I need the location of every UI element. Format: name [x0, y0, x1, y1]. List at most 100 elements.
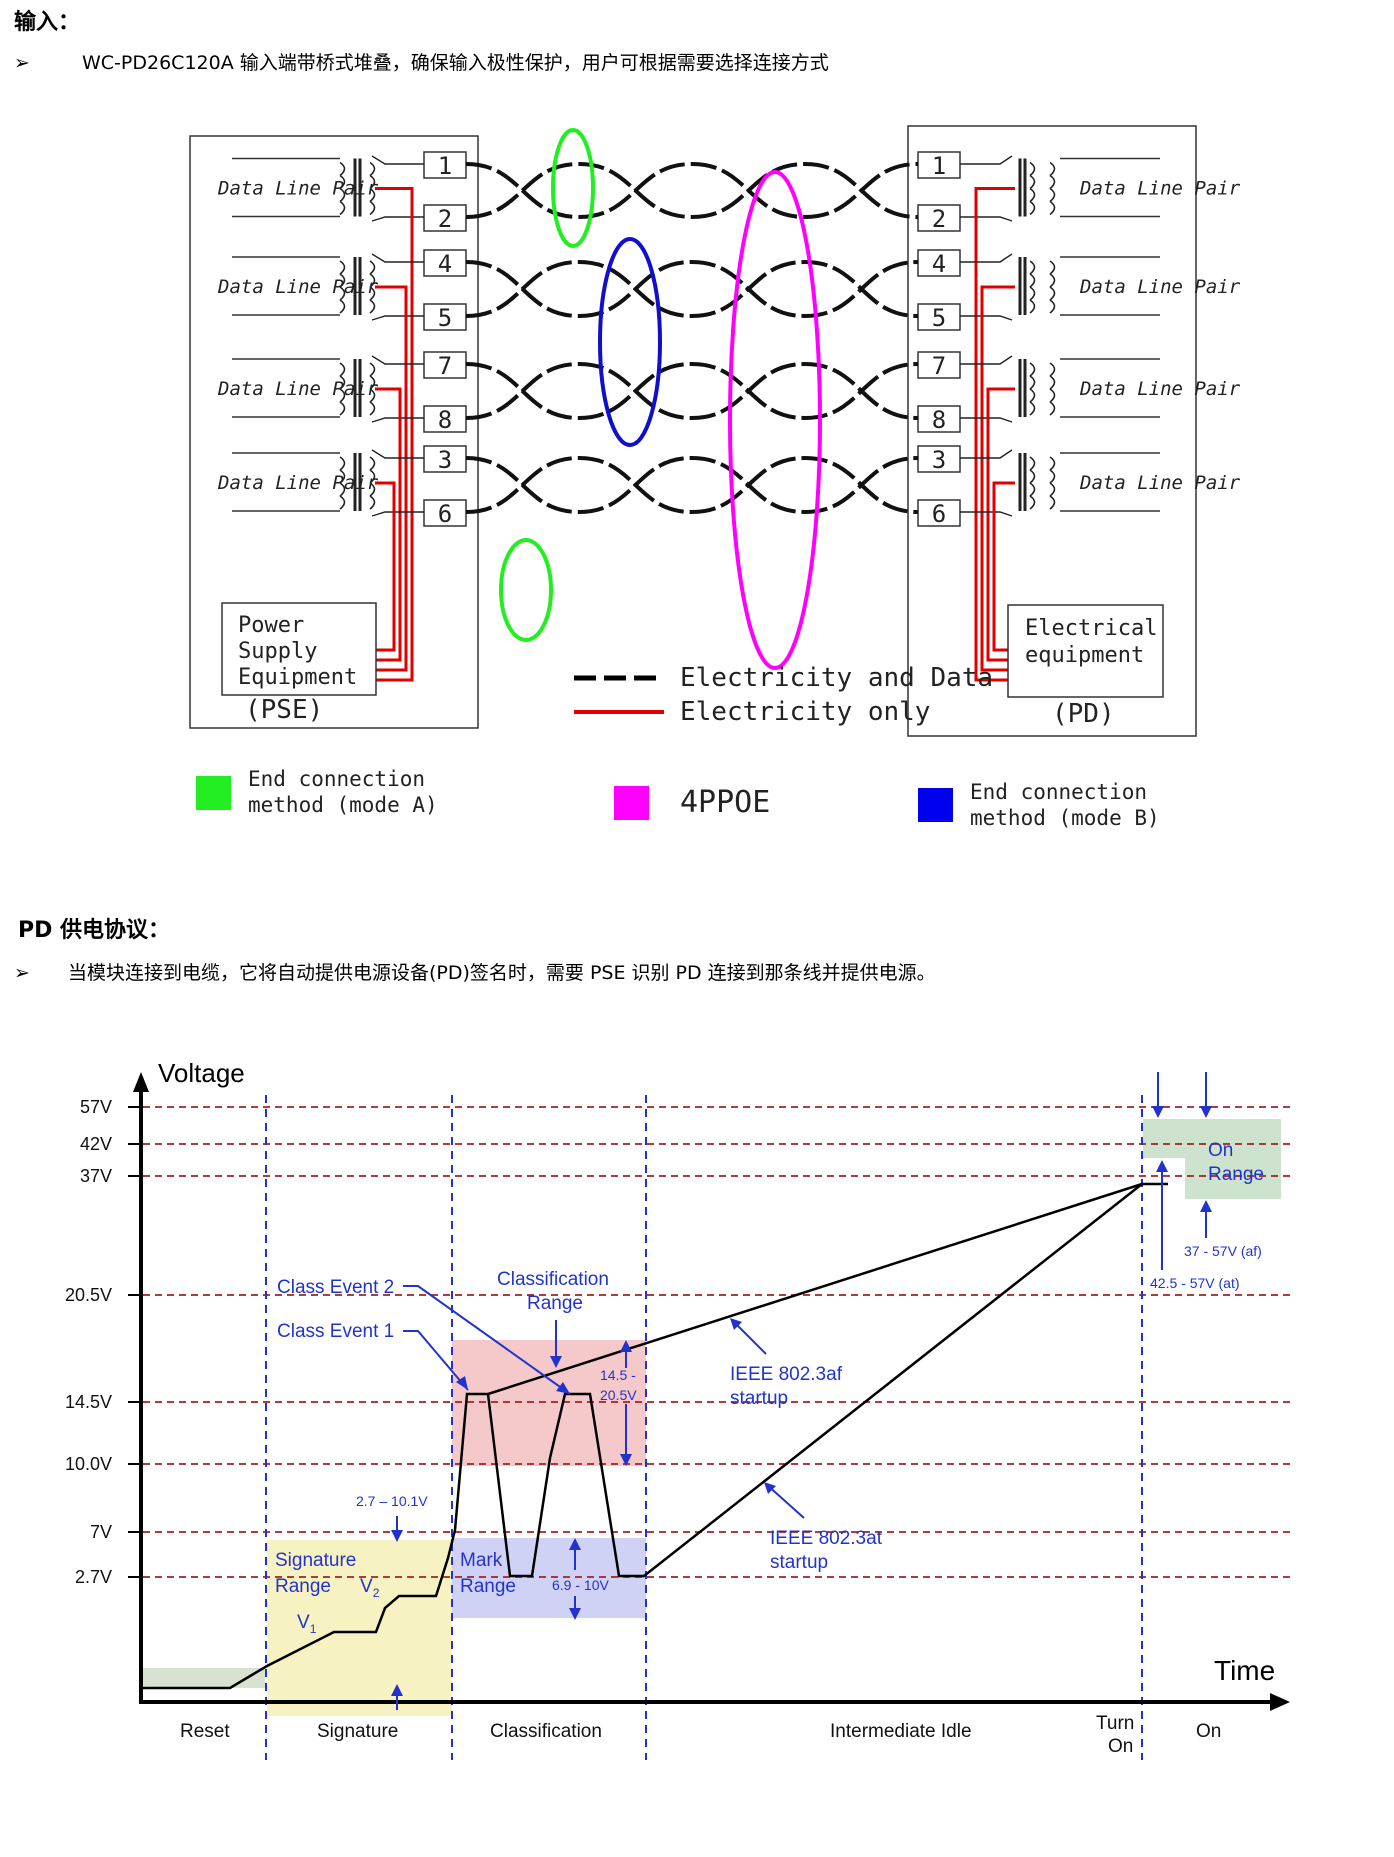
pd-pin-label: 4 [932, 250, 946, 278]
voltage-level-label: 42V [80, 1134, 112, 1154]
pd-protocol-description: 当模块连接到电缆，它将自动提供电源设备(PD)签名时，需要 PSE 识别 PD … [68, 962, 936, 984]
voltage-level-label: 14.5V [65, 1392, 112, 1412]
mark-range-line-2: Range [460, 1576, 516, 1597]
range-2-7-10-label: 2.7 – 10.1V [356, 1493, 428, 1509]
pd-power-tap [986, 387, 1015, 662]
transformer-coil [339, 456, 346, 510]
pse-pin-3 [423, 445, 467, 473]
voltage-level-label: 37V [80, 1166, 112, 1186]
pse-data-line-label: Data Line Pair [217, 178, 379, 200]
range-at-arrowhead-icon [1156, 1160, 1168, 1172]
legend-electricity-and-data: Electricity and Data [680, 663, 993, 693]
four-pair-poe-ellipse [728, 170, 822, 670]
bullet-arrow-icon: ➢ [14, 52, 30, 74]
pd-pin-label: 3 [932, 446, 946, 474]
bullet-line-input: ➢WC-PD26C120A 输入端带桥式堆叠，确保输入极性保护，用户可根据需要选… [14, 48, 829, 75]
x-axis-arrow-icon [1270, 1693, 1290, 1711]
pd-transformer: Data Line Pair [960, 355, 1241, 662]
pd-equipment-box [1007, 604, 1164, 698]
twisted-pair-wire [465, 361, 919, 421]
on-range-line-2: Range [1208, 1164, 1264, 1185]
section-heading-input: 输入： [14, 10, 81, 35]
pse-pin-7 [423, 351, 467, 379]
twisted-pair-wire [465, 455, 919, 515]
pd-transformer: Data Line Pair [960, 155, 1241, 682]
pd-power-tap [992, 481, 1015, 652]
phase-reset: Reset [180, 1721, 230, 1742]
range-at-label: 42.5 - 57V (at) [1150, 1275, 1240, 1291]
classification-range-region [452, 1340, 646, 1466]
twisted-pair-wire [465, 161, 919, 220]
legend-4ppoe-swatch [614, 786, 649, 820]
phase-signature: Signature [317, 1721, 398, 1742]
section-heading-pd-protocol: PD 供电协议： [18, 918, 171, 943]
ieee-af-line-1: IEEE 802.3af [730, 1364, 843, 1385]
pd-pin-4 [917, 249, 961, 277]
range-14-20-down-arrowhead-icon [620, 1454, 632, 1466]
pd-pin-label: 2 [932, 205, 946, 233]
range-af-label: 37 - 57V (af) [1184, 1243, 1262, 1259]
on-range-region-at [1143, 1119, 1185, 1158]
transformer-coil [1029, 456, 1036, 510]
pd-transformer: Data Line Pair [960, 449, 1241, 652]
bullet-arrow-icon-2: ➢ [14, 962, 30, 984]
ieee-af-arrowhead-icon [730, 1318, 742, 1330]
mode-b-ellipse [598, 237, 662, 447]
voltage-level-label: 20.5V [65, 1285, 112, 1305]
pd-box-line-1: Electrical [1025, 616, 1157, 641]
transformer-coil [1049, 161, 1056, 216]
twisted-pair-wire [465, 259, 919, 319]
pd-pin-label: 5 [932, 304, 946, 332]
range-6-9-down-arrowhead-icon [569, 1608, 581, 1620]
on-range-top-arrowhead-1-icon [1152, 1106, 1164, 1118]
phase-intermediate-idle: Intermediate Idle [830, 1721, 972, 1742]
voltage-trace [143, 1182, 1168, 1690]
transformer-coil [1029, 362, 1036, 416]
legend-mode-a-line-2: method (mode A) [248, 793, 438, 817]
pse-box-line-2: Supply [238, 639, 317, 664]
mark-range-region [452, 1538, 646, 1618]
pse-pin-2 [423, 204, 467, 232]
range-6-9-10-label: 6.9 - 10V [552, 1577, 609, 1593]
ieee-at-line-1: IEEE 802.3at [770, 1528, 883, 1549]
bullet-line-pd-protocol: ➢ 当模块连接到电缆，它将自动提供电源设备(PD)签名时，需要 PSE 识别 PD… [14, 958, 936, 985]
class-event-1-label: Class Event 1 [277, 1321, 394, 1342]
pse-data-line-label: Data Line Pair [217, 276, 379, 298]
pse-pin-label: 4 [438, 250, 452, 278]
class-event-2-pointer [403, 1285, 571, 1395]
pse-power-tap [375, 481, 396, 652]
phase-classification: Classification [490, 1721, 602, 1742]
range-14-20-line-1: 14.5 - [600, 1367, 636, 1383]
ieee-af-line-2: startup [730, 1388, 788, 1409]
pd-power-tap [974, 187, 1015, 682]
twisted-pair-wire [465, 259, 919, 319]
mode-a-ellipse-bottom [499, 538, 553, 642]
signature-range-region [267, 1540, 452, 1716]
pse-box-line-1: Power [238, 613, 304, 638]
pd-data-line-label: Data Line Pair [1079, 472, 1241, 494]
transformer-coil [1049, 260, 1056, 314]
pd-outer-box [907, 125, 1197, 737]
pse-pin-label: 7 [438, 352, 452, 380]
signature-range-line-1: Signature [275, 1550, 356, 1571]
on-range-region-af [1185, 1119, 1281, 1199]
pd-data-line-label: Data Line Pair [1079, 276, 1241, 298]
pse-pin-8 [423, 405, 467, 433]
pd-pin-label: 1 [932, 152, 946, 180]
transformer-coil [1029, 260, 1036, 314]
transformer-coil [369, 260, 376, 314]
pd-box-line-2: equipment [1025, 643, 1144, 668]
voltage-level-label: 10.0V [65, 1454, 112, 1474]
voltage-level-label: 57V [80, 1097, 112, 1117]
legend-4ppoe-label: 4PPOE [680, 785, 770, 820]
pd-pin-8 [917, 405, 961, 433]
mode-a-ellipse-top [551, 128, 595, 248]
range-14-20-line-2: 20.5V [600, 1387, 637, 1403]
pse-data-line-label: Data Line Pair [217, 472, 379, 494]
v2-label: V2 [360, 1576, 380, 1600]
pd-pin-5 [917, 303, 961, 331]
pse-transformer: Data Line Pair [217, 355, 424, 662]
voltage-level-label: 2.7V [75, 1567, 112, 1587]
pse-transformer: Data Line Pair [217, 253, 424, 672]
legend-mode-a-swatch [196, 776, 231, 810]
